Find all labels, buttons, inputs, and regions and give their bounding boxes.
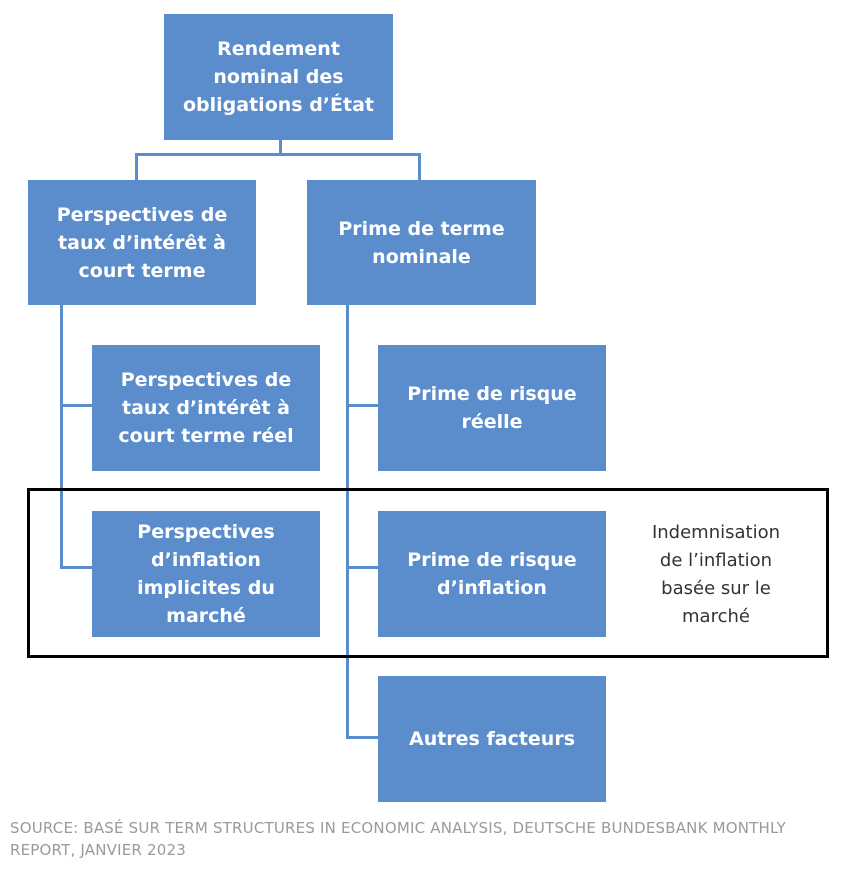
source-note: SOURCE: BASÉ SUR TERM STRUCTURES IN ECON… bbox=[10, 819, 786, 859]
node-real-short-term-rate-expectations: Perspectives de taux d’intérêt à court t… bbox=[92, 345, 320, 471]
connector-horizontal-bar bbox=[135, 153, 420, 156]
node-nominal-term-premium: Prime de terme nominale bbox=[307, 180, 536, 305]
node-real-risk-premium: Prime de risque réelle bbox=[378, 345, 606, 471]
connector-to-term-premium bbox=[418, 153, 421, 180]
connector-to-real-risk-premium bbox=[346, 404, 378, 407]
node-inflation-risk-premium: Prime de risque d’inflation bbox=[378, 511, 606, 637]
connector-to-inflation-expectations bbox=[60, 566, 93, 569]
node-market-implied-inflation-expectations: Perspectives d’inflation implicites du m… bbox=[92, 511, 320, 637]
node-other-factors: Autres facteurs bbox=[378, 676, 606, 802]
connector-to-other-factors bbox=[346, 736, 378, 739]
connector-root-down bbox=[279, 140, 282, 155]
connector-right-vertical bbox=[346, 305, 349, 739]
connector-to-short-rate bbox=[135, 153, 138, 180]
inflation-compensation-highlight-box bbox=[27, 488, 829, 658]
node-short-term-rate-expectations: Perspectives de taux d’intérêt à court t… bbox=[28, 180, 256, 305]
inflation-compensation-label: Indemnisation de l’inflation basée sur l… bbox=[651, 522, 781, 627]
connector-to-real-short-rate bbox=[60, 404, 93, 407]
connector-to-inflation-risk-premium bbox=[346, 566, 378, 569]
connector-left-vertical bbox=[60, 305, 63, 568]
node-nominal-government-bond-yield: Rendement nominal des obligations d’État bbox=[164, 14, 393, 140]
